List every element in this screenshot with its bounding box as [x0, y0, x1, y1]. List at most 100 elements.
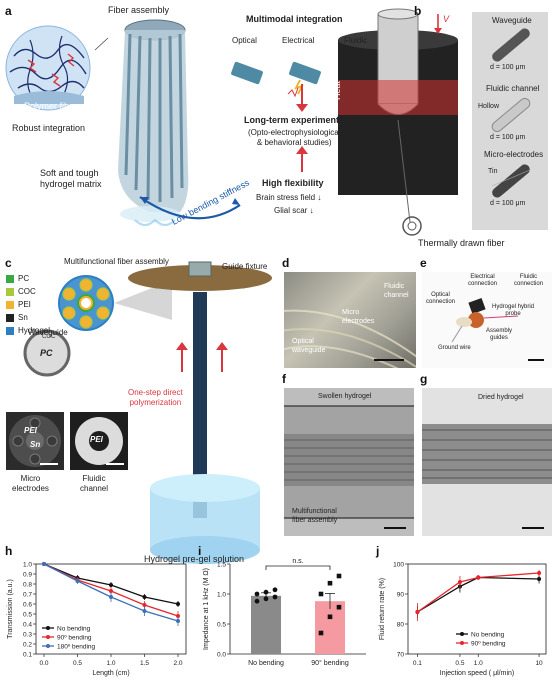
plot-frame: [407, 563, 547, 655]
fiber-type-column: [472, 12, 548, 230]
multifunctional-label: Multifunctional fiber assembly: [64, 257, 169, 266]
pei-channel-label: PEI: [90, 435, 103, 444]
mode-fluidic: Fluidic: [344, 36, 368, 45]
micro-electrodes-c-label: Micro electrodes: [12, 474, 49, 493]
waveguide-diameter: d = 100 μm: [490, 64, 526, 71]
legend-label: Hydrogel: [18, 326, 51, 335]
velocity-label: V: [443, 14, 450, 24]
fluidic-diameter: d = 100 μm: [490, 134, 526, 141]
data-point: [109, 589, 113, 593]
sem-images: [6, 412, 128, 470]
y-tick-label: 0.6: [23, 602, 32, 609]
data-point: [318, 630, 324, 636]
legend-marker: [460, 641, 464, 645]
micro-electrodes-label: Micro-electrodes: [484, 150, 544, 159]
fiber-assembly-illustration: [94, 19, 241, 226]
legend-label: No bending: [57, 626, 91, 633]
legend-item: Hydrogel: [6, 324, 50, 337]
waveguide-c-label: Waveguide: [28, 328, 68, 337]
thermally-drawn-label: Thermally drawn fiber: [418, 238, 505, 248]
data-point: [537, 571, 542, 575]
guide-fixture-label: Guide fixture: [222, 262, 268, 271]
y-tick-label: 0.3: [23, 632, 32, 639]
panel-j-label: j: [376, 544, 380, 558]
legend-marker: [46, 644, 50, 648]
brain-stress-text: Brain stress field: [256, 193, 316, 202]
legend-item: COC: [6, 285, 50, 298]
mode-electrical: Electrical: [282, 36, 315, 45]
y-tick-label: 0.9: [23, 572, 32, 579]
legend-swatch: [6, 300, 14, 309]
flow-arrows: [296, 84, 308, 172]
legend-label: PC: [18, 274, 30, 283]
legend-label: 90º bending: [57, 635, 92, 642]
photo-swollen-hydrogel: [284, 388, 414, 536]
x-axis-label: Injection speed ( μl/min): [440, 670, 514, 677]
data-point: [142, 609, 147, 613]
polymer-fiber-label: Polymer fiber: [24, 101, 78, 111]
series-line: [417, 572, 540, 613]
x-tick-label: 10: [535, 660, 543, 667]
legend-label: 90º bending: [471, 641, 506, 648]
pei-electrodes-label: PEI: [24, 426, 37, 435]
data-point: [109, 595, 113, 599]
y-tick-label: 0.1: [23, 652, 32, 659]
high-flex-title: High flexibility: [262, 178, 324, 188]
y-tick-label: 0.4: [23, 622, 32, 629]
x-tick-label: 0.1: [413, 660, 422, 667]
x-tick-label: 0.0: [39, 660, 48, 667]
y-tick-label: 0.5: [23, 612, 32, 619]
data-point: [318, 591, 324, 597]
data-point: [457, 580, 462, 584]
assembly-apparatus: [128, 261, 272, 564]
bar: [251, 595, 281, 654]
waveguide-label: Waveguide: [492, 16, 532, 25]
y-tick-label: 80: [397, 622, 405, 629]
y-tick-label: 0.5: [217, 622, 226, 629]
y-tick-label: 0.7: [23, 592, 32, 599]
legend-label: PEI: [18, 300, 31, 309]
d-optical-label: Optical waveguide: [292, 338, 326, 354]
brain-stress-label: Brain stress field ↓: [256, 193, 321, 202]
one-step-label: One-step direct polymerization: [128, 388, 183, 407]
x-tick-label: 1.5: [140, 660, 149, 667]
long-term-title: Long-term experiments: [244, 115, 345, 125]
pc-label: PC: [40, 348, 53, 358]
y-tick-label: 90: [397, 592, 405, 599]
down-arrow-icon: ↓: [309, 206, 314, 215]
panel-b-label: b: [414, 4, 422, 18]
fluidic-channel-label: Fluidic channel: [486, 84, 540, 93]
glial-scar-text: Glial scar: [274, 206, 308, 215]
e-probe-label: Hydrogel hybrid probe: [492, 304, 535, 317]
y-axis-label: Impedance at 1 kHz (M Ω): [203, 568, 210, 650]
multimodal-title: Multimodal integration: [246, 14, 343, 24]
data-point: [336, 604, 342, 610]
legend-marker: [46, 635, 50, 639]
photo-probe: [422, 272, 552, 368]
x-tick-label: 2.0: [173, 660, 182, 667]
panel-g-label: g: [420, 372, 428, 386]
y-tick-label: 100: [393, 562, 404, 569]
legend-label: Sn: [18, 313, 28, 322]
legend-swatch: [6, 313, 14, 322]
sn-label: Sn: [30, 440, 41, 449]
d-micro-label: Micro electrodes: [342, 309, 375, 325]
legend-item: Sn: [6, 311, 50, 324]
electrodes-diameter: d = 100 μm: [490, 200, 526, 207]
y-tick-label: 0.2: [23, 642, 32, 649]
y-tick-label: 0.0: [217, 652, 226, 659]
data-point: [109, 583, 113, 587]
legend-swatch: [6, 287, 14, 296]
tin-label: Tin: [488, 168, 498, 175]
panel-d-label: d: [282, 256, 290, 270]
x-tick-label: 0.5: [455, 660, 464, 667]
hydrogel-matrix-label: Soft and tough hydrogel matrix: [40, 168, 102, 189]
photo-fiber-bundle: [284, 272, 416, 368]
e-ground-label: Ground wire: [438, 345, 471, 351]
pregel-label: Hydrogel pre-gel solution: [144, 554, 245, 564]
data-point: [176, 602, 180, 606]
data-point: [537, 577, 542, 581]
x-axis-label: Length (cm): [92, 670, 129, 677]
bar: [315, 601, 345, 654]
x-tick-label: 1.0: [474, 660, 483, 667]
